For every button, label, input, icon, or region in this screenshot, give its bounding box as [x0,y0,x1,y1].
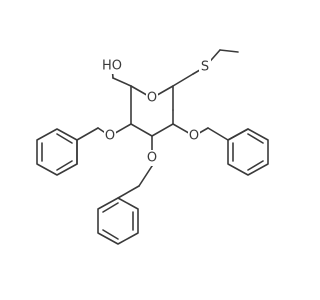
hydroxyl-label: HO [102,59,122,74]
molecule-drawing: HO O S O O O [36,49,269,245]
benzyloxy-right [172,123,269,176]
structure-canvas: HO O S O O O [36,49,269,245]
benzyloxy-right-oxygen-label: O [189,129,199,144]
benzyloxy-left [36,123,132,176]
benzyloxy-bottom-oxygen-label: O [147,151,157,166]
ring-oxygen-label: O [147,91,157,106]
benzyloxy-left-oxygen-label: O [105,129,115,144]
sulfur-label: S [201,60,209,75]
benzyloxy-bottom [97,135,153,245]
